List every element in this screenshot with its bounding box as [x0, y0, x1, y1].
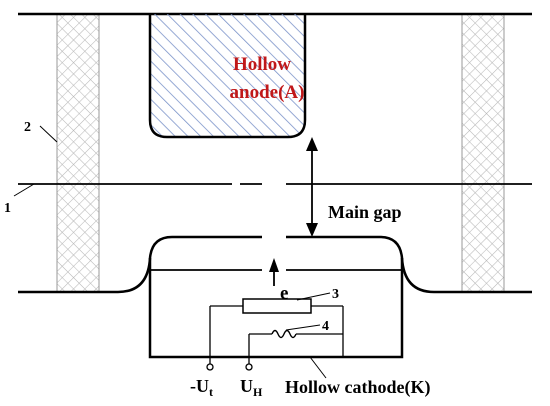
insulator-left: [56, 13, 100, 293]
leader-cathode: [309, 356, 327, 379]
hollow-anode: [148, 14, 307, 139]
callout-3: 3: [332, 287, 339, 302]
leader-4: [285, 324, 321, 331]
leader-1: [13, 183, 35, 197]
terminal-uh: [245, 363, 253, 371]
callout-1: 1: [4, 201, 11, 216]
voltage-uh-label: UH: [240, 376, 263, 399]
leader-2: [39, 125, 58, 143]
insulator-right: [461, 13, 505, 293]
callout-2: 2: [24, 120, 31, 135]
electron-arrow-head: [269, 258, 279, 272]
terminal-ut: [206, 363, 214, 371]
main-gap-arrow-head-up: [306, 137, 318, 151]
trigger-element: [242, 298, 312, 314]
leader-3: [296, 292, 331, 301]
cathode-profile-left: [18, 235, 262, 294]
main-gap-label: Main gap: [328, 202, 402, 222]
hollow-cathode-body: [148, 258, 404, 359]
cathode-label: Hollow cathode(K): [285, 377, 431, 398]
heater-coil: [271, 329, 297, 339]
callout-4: 4: [322, 319, 329, 334]
main-gap-arrow-head-down: [306, 223, 318, 237]
anode-label-line1: Hollow: [233, 54, 291, 75]
anode-label-line2: anode(A): [230, 82, 305, 103]
electron-label: e: [280, 283, 288, 304]
voltage-ut-label: -Ut: [190, 376, 213, 399]
